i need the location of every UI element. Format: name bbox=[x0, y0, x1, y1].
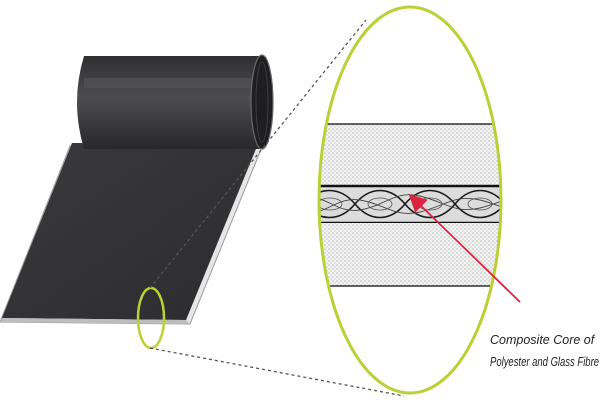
callout-line-1: Composite Core of bbox=[490, 333, 596, 347]
belt-roll-highlight bbox=[84, 78, 260, 88]
bottom-cover-layer bbox=[319, 223, 501, 286]
projection-lines bbox=[149, 19, 405, 397]
belt-roll-body bbox=[77, 56, 261, 149]
magnifier-ring bbox=[317, 5, 503, 395]
conveyor-belt bbox=[0, 54, 274, 325]
projection-line-bottom bbox=[149, 347, 405, 397]
belt-roll-end bbox=[250, 54, 274, 150]
callout-line-2: Polyester and Glass Fibre bbox=[490, 355, 599, 369]
callout-label: Composite Core of Polyester and Glass Fi… bbox=[490, 333, 599, 369]
belt-sheet bbox=[2, 143, 258, 320]
top-cover-layer bbox=[319, 124, 501, 186]
callout-arrow bbox=[408, 193, 521, 303]
belt-front-edge bbox=[0, 318, 190, 324]
cross-section-magnifier bbox=[317, 5, 503, 395]
